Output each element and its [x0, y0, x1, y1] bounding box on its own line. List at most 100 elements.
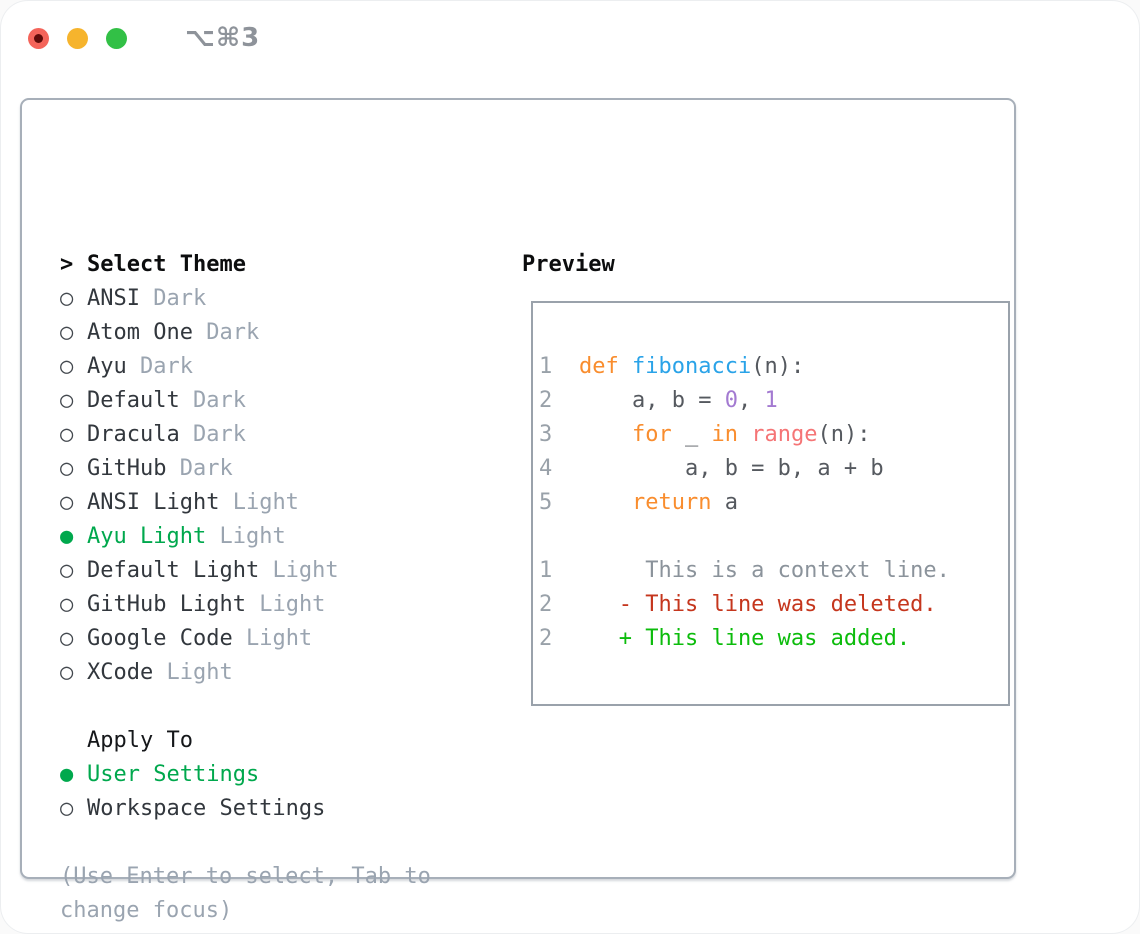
- theme-name: Ayu Light: [87, 524, 207, 549]
- theme-option-github-light[interactable]: ○GitHub Light Light: [60, 588, 510, 622]
- apply-option-workspace-settings[interactable]: ○Workspace Settings: [60, 792, 510, 826]
- line-number: 4: [539, 456, 553, 481]
- apply-to-header-label: Apply To: [87, 728, 193, 753]
- radio-unselected-icon: ○: [60, 286, 74, 311]
- theme-option-google-code[interactable]: ○ Google Code Light: [60, 622, 510, 656]
- select-theme-header: > Select Theme: [60, 248, 510, 282]
- code-line: 3 for _ in range(n):: [539, 418, 1008, 452]
- prompt-caret-icon: >: [60, 252, 74, 277]
- apply-option-label: Workspace Settings: [87, 796, 326, 821]
- minimize-button-icon[interactable]: [67, 27, 88, 49]
- radio-unselected-icon: ○: [60, 354, 74, 379]
- code-token: 1: [764, 388, 778, 413]
- code-line: 1 This is a context line.: [539, 554, 1008, 588]
- theme-name: GitHub: [87, 456, 167, 481]
- code-line: 2 a, b = 0, 1: [539, 384, 1008, 418]
- theme-option-dracula[interactable]: ○ Dracula Dark: [60, 418, 510, 452]
- theme-option-ansi[interactable]: ○ANSI Dark: [60, 282, 510, 316]
- radio-unselected-icon: ○: [60, 592, 74, 617]
- line-number: 2: [539, 626, 553, 651]
- code-token: a: [711, 490, 738, 515]
- theme-option-ayu-light[interactable]: ● Ayu Light Light: [60, 520, 510, 554]
- code-token: fibonacci: [632, 354, 752, 379]
- titlebar: ⌥⌘3: [28, 23, 260, 53]
- keyboard-hint-text: (Use Enter to select, Tab to change focu…: [60, 864, 431, 923]
- line-number: 1: [539, 354, 553, 379]
- left-column: >Select Theme ○ANSI Dark○Atom One Dark○A…: [60, 248, 510, 928]
- zoom-button-icon[interactable]: [106, 27, 127, 49]
- radio-unselected-icon: ○: [60, 490, 74, 515]
- code-line: 2 - This line was deleted.: [539, 588, 1008, 622]
- radio-unselected-icon: ○: [60, 388, 74, 413]
- code-token: - This line was deleted.: [579, 592, 937, 617]
- theme-option-xcode[interactable]: ○ XCode Light: [60, 656, 510, 690]
- apply-option-label: User Settings: [87, 762, 260, 787]
- radio-unselected-icon: ○: [60, 558, 74, 583]
- theme-name: Google Code: [87, 626, 233, 651]
- code-token: This is a context line.: [579, 558, 950, 583]
- apply-to-header: Apply To: [60, 724, 510, 758]
- theme-name: Default: [87, 388, 180, 413]
- theme-variant-tag: Light: [166, 660, 233, 685]
- code-token: + This line was added.: [579, 626, 911, 651]
- radio-unselected-icon: ○: [60, 660, 74, 685]
- code-token: [738, 422, 751, 447]
- spacer: [60, 826, 510, 860]
- code-token: [619, 354, 632, 379]
- theme-variant-tag: Light: [232, 490, 299, 515]
- theme-list: ○ANSI Dark○Atom One Dark○Ayu Dark○Defaul…: [60, 282, 510, 690]
- radio-unselected-icon: ○: [60, 320, 74, 345]
- radio-unselected-icon: ○: [60, 456, 74, 481]
- line-number: 3: [539, 422, 553, 447]
- apply-to-list: ●User Settings○Workspace Settings: [60, 758, 510, 826]
- theme-variant-tag: Dark: [140, 354, 193, 379]
- theme-variant-tag: Dark: [192, 422, 246, 447]
- code-line: 2 + This line was added.: [539, 622, 1008, 656]
- line-number: 2: [539, 388, 553, 413]
- code-token: [579, 422, 632, 447]
- code-token: a, b =: [579, 388, 725, 413]
- code-token: (n):: [817, 422, 871, 447]
- theme-variant-tag: Dark: [192, 388, 246, 413]
- line-number: 2: [539, 592, 553, 617]
- theme-option-ayu[interactable]: ○ Ayu Dark: [60, 350, 510, 384]
- theme-variant-tag: Light: [245, 626, 313, 651]
- code-token: _: [671, 422, 712, 447]
- theme-option-atom-one[interactable]: ○Atom One Dark: [60, 316, 510, 350]
- code-token: ,: [737, 388, 765, 413]
- window-title: ⌥⌘3: [185, 23, 261, 53]
- close-dot-icon: [34, 33, 43, 43]
- theme-variant-tag: Dark: [153, 286, 207, 311]
- theme-name: Ayu: [87, 354, 127, 379]
- theme-variant-tag: Light: [259, 592, 326, 617]
- line-number: 5: [539, 490, 553, 515]
- code-token: def: [579, 354, 619, 379]
- radio-unselected-icon: ○: [60, 626, 74, 651]
- theme-option-ansi-light[interactable]: ○ANSI Light Light: [60, 486, 510, 520]
- apply-option-user-settings[interactable]: ●User Settings: [60, 758, 510, 792]
- select-theme-header-label: Select Theme: [87, 252, 246, 277]
- close-button-icon[interactable]: [28, 27, 49, 49]
- theme-option-github[interactable]: ○ GitHub Dark: [60, 452, 510, 486]
- theme-name: Atom One: [87, 320, 193, 345]
- radio-unselected-icon: ○: [60, 422, 74, 447]
- theme-variant-tag: Dark: [179, 456, 233, 481]
- code-token: return: [631, 490, 712, 515]
- line-number: 1: [539, 558, 553, 583]
- code-line: 4 a, b = b, a + b: [539, 452, 1008, 486]
- code-line: 5 return a: [539, 486, 1008, 520]
- theme-option-default-light[interactable]: ○Default Light Light: [60, 554, 510, 588]
- theme-name: Dracula: [87, 422, 180, 447]
- theme-name: Default Light: [87, 558, 260, 583]
- theme-option-default[interactable]: ○ Default Dark: [60, 384, 510, 418]
- code-token: range: [751, 422, 818, 447]
- spacer: [60, 690, 510, 724]
- theme-name: XCode: [87, 660, 154, 685]
- theme-variant-tag: Light: [219, 524, 286, 549]
- theme-dialog-panel: >Select Theme ○ANSI Dark○Atom One Dark○A…: [20, 98, 1016, 923]
- radio-selected-icon: ●: [60, 524, 74, 549]
- code-token: (n):: [751, 354, 805, 379]
- code-token: 0: [724, 388, 738, 413]
